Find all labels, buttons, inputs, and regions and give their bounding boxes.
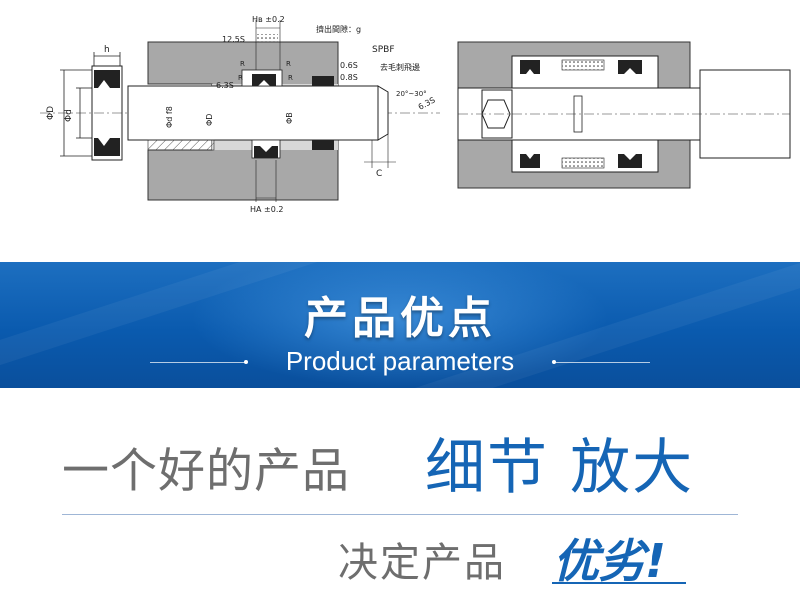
cylinder-assembly-view — [457, 41, 791, 189]
dim-phi-d-small-label: Φd — [64, 109, 74, 122]
slogan-divider — [62, 514, 738, 515]
dim-c-label: C — [376, 169, 382, 179]
banner-title: 产品优点 — [304, 293, 496, 344]
dim-h-label: h — [104, 45, 110, 55]
dim-phi-d-big-label: ΦD — [46, 106, 56, 120]
slogan-line2-blue: 优劣! — [553, 534, 666, 588]
slogan-line2-underline — [552, 582, 686, 584]
banner-dot-left — [244, 360, 248, 364]
slogan-line2-gray: 决定产品 — [338, 540, 506, 586]
dim-phi-d-tol-label: ΦD — [205, 114, 214, 126]
banner-glow — [190, 262, 610, 388]
dim-hb-label: Hв ±0.2 — [252, 15, 285, 24]
dim-12-5s-label: 12.5S — [222, 35, 245, 44]
banner-line-left — [150, 362, 246, 363]
extrusion-gap-label: 擠出間隙：g — [316, 24, 361, 34]
radius-r1-label: R — [240, 60, 245, 68]
banner-line-right — [554, 362, 650, 363]
seal-technical-drawing: h ΦD Φd Hв ±0.2 12.5S 擠出間隙：g SPBF 0.6S 0… — [0, 0, 800, 262]
slogan-line1-gray: 一个好的产品 — [62, 444, 350, 499]
surface-0-8s-label: 0.8S — [340, 73, 358, 82]
section-banner: 产品优点 Product parameters — [0, 262, 800, 388]
radius-r2-label: R — [286, 60, 291, 68]
radius-r3-label: R — [238, 74, 243, 82]
deburr-label: 去毛刺飛邊 — [380, 62, 420, 72]
surface-0-6s-label: 0.6S — [340, 61, 358, 70]
surface-6-3s-a-label: 6.3S — [216, 81, 234, 90]
spbf-label: SPBF — [372, 45, 395, 55]
dim-phi-d-f8-label: Φd f8 — [165, 106, 174, 128]
banner-subtitle: Product parameters — [285, 346, 515, 376]
installation-section-view: Hв ±0.2 12.5S 擠出間隙：g SPBF 0.6S 0.8S 去毛刺飛… — [127, 15, 437, 214]
chamfer-angle-label: 20°~30° — [396, 90, 427, 98]
radius-r4-label: R — [288, 74, 293, 82]
slogan-line1-blue: 细节 放大 — [425, 433, 695, 503]
dim-phi-b-label: ΦB — [285, 112, 294, 124]
dim-ha-label: HA ±0.2 — [250, 205, 283, 214]
